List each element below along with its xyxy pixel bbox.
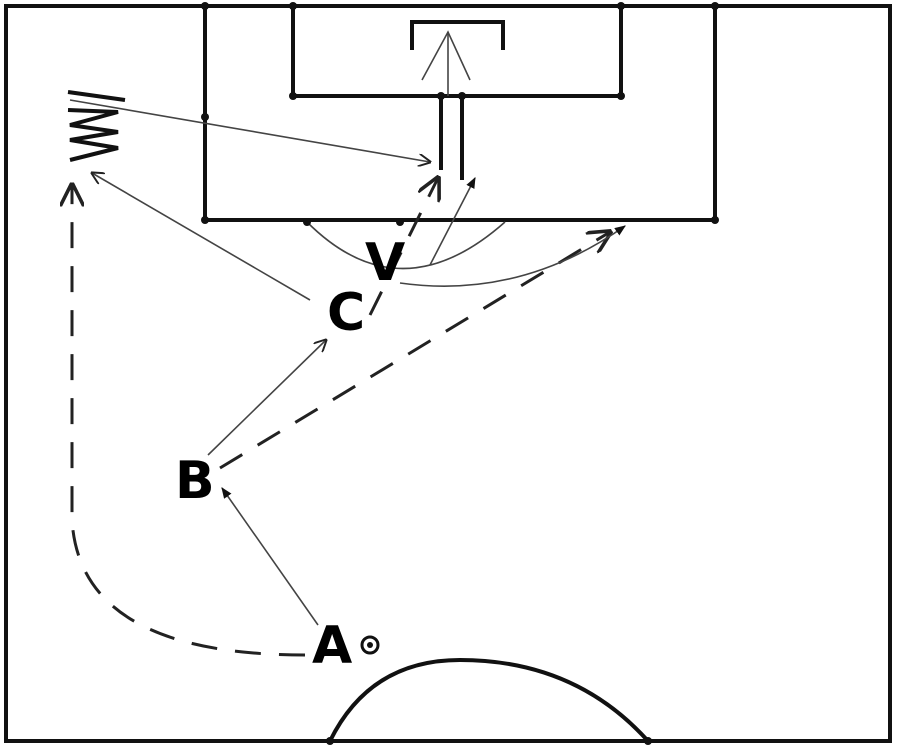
junction-dot	[711, 2, 719, 10]
junction-dot	[644, 737, 652, 745]
player-c-label: C	[327, 283, 365, 343]
field-boundary	[4, 4, 892, 743]
dashed-run-a	[72, 185, 306, 657]
junction-dot	[289, 92, 297, 100]
junction-dot	[303, 218, 311, 226]
players: A B C V	[175, 233, 405, 676]
pass-c-to-zigzag	[92, 173, 311, 301]
v-to-goal	[429, 177, 476, 266]
junction-dot	[458, 92, 466, 100]
junction-dot	[201, 216, 209, 224]
junction-dot	[326, 737, 334, 745]
junction-dot	[617, 92, 625, 100]
junction-dot	[201, 2, 209, 10]
junction-dot	[201, 113, 209, 121]
center-circle-arc	[328, 657, 650, 743]
junction-dot	[437, 92, 445, 100]
dashed-b-to-post	[219, 232, 610, 470]
goal-area	[291, 4, 623, 98]
junction-dot	[617, 2, 625, 10]
run-line-top	[69, 99, 430, 162]
player-b-label: B	[175, 451, 215, 511]
goal-marker	[410, 20, 505, 180]
player-v-label: V	[365, 233, 405, 293]
penalty-arc	[306, 221, 506, 270]
curve-v-to-post	[399, 225, 626, 287]
junction-dot	[289, 2, 297, 10]
field	[4, 2, 892, 745]
junction-dot	[396, 218, 404, 226]
ball-icon	[360, 635, 380, 655]
dashed-c-to-goal	[368, 178, 438, 316]
pass-a-to-b	[221, 487, 319, 626]
pass-b-to-c	[207, 340, 326, 456]
movement-lines	[69, 99, 626, 657]
junction-dot	[711, 216, 719, 224]
zigzag-marker	[67, 90, 126, 162]
ball-icon-core	[367, 642, 373, 648]
player-a-label: A	[312, 616, 352, 676]
